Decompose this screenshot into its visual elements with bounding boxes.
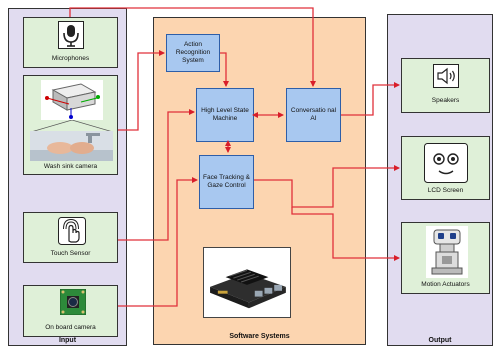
jetson-board-image	[203, 247, 291, 318]
face-tracking-block: Face Tracking & Gaze Control	[199, 155, 254, 209]
speakers-label: Speakers	[431, 97, 460, 104]
robot-icon	[426, 226, 468, 278]
on-board-camera-label: On board camera	[45, 324, 96, 331]
microphone-icon	[58, 21, 84, 49]
action-recognition-block: Action Recognition System	[166, 34, 220, 72]
wash-sink-camera-box: Wash sink camera	[23, 75, 118, 175]
camera-icon	[41, 80, 103, 120]
lcd-screen-label: LCD Screen	[427, 187, 464, 194]
motion-actuators-box: Motion Actuators	[401, 222, 490, 294]
lcd-screen-box: LCD Screen	[401, 136, 490, 200]
output-column-label: Output	[428, 337, 452, 344]
wash-sink-camera-label: Wash sink camera	[43, 163, 98, 170]
conversational-ai-block: Conversatio nal AI	[286, 88, 341, 142]
touch-sensor-box: Touch Sensor	[23, 212, 118, 263]
speakers-box: Speakers	[401, 58, 490, 113]
speaker-icon	[433, 64, 459, 88]
software-column-label: Software Systems	[229, 333, 290, 340]
camera-board-icon	[60, 289, 86, 315]
touch-sensor-label: Touch Sensor	[50, 250, 91, 257]
motion-actuators-label: Motion Actuators	[421, 281, 470, 288]
hand-washing-photo	[30, 131, 113, 161]
microphones-label: Microphones	[51, 55, 90, 62]
state-machine-block: High Level State Machine	[196, 88, 254, 142]
microphones-box: Microphones	[23, 17, 118, 68]
face-icon	[424, 143, 468, 183]
input-column-label: Input	[58, 337, 77, 344]
touch-icon	[58, 217, 86, 245]
camera-view-lines	[30, 120, 114, 132]
on-board-camera-box: On board camera	[23, 285, 118, 337]
